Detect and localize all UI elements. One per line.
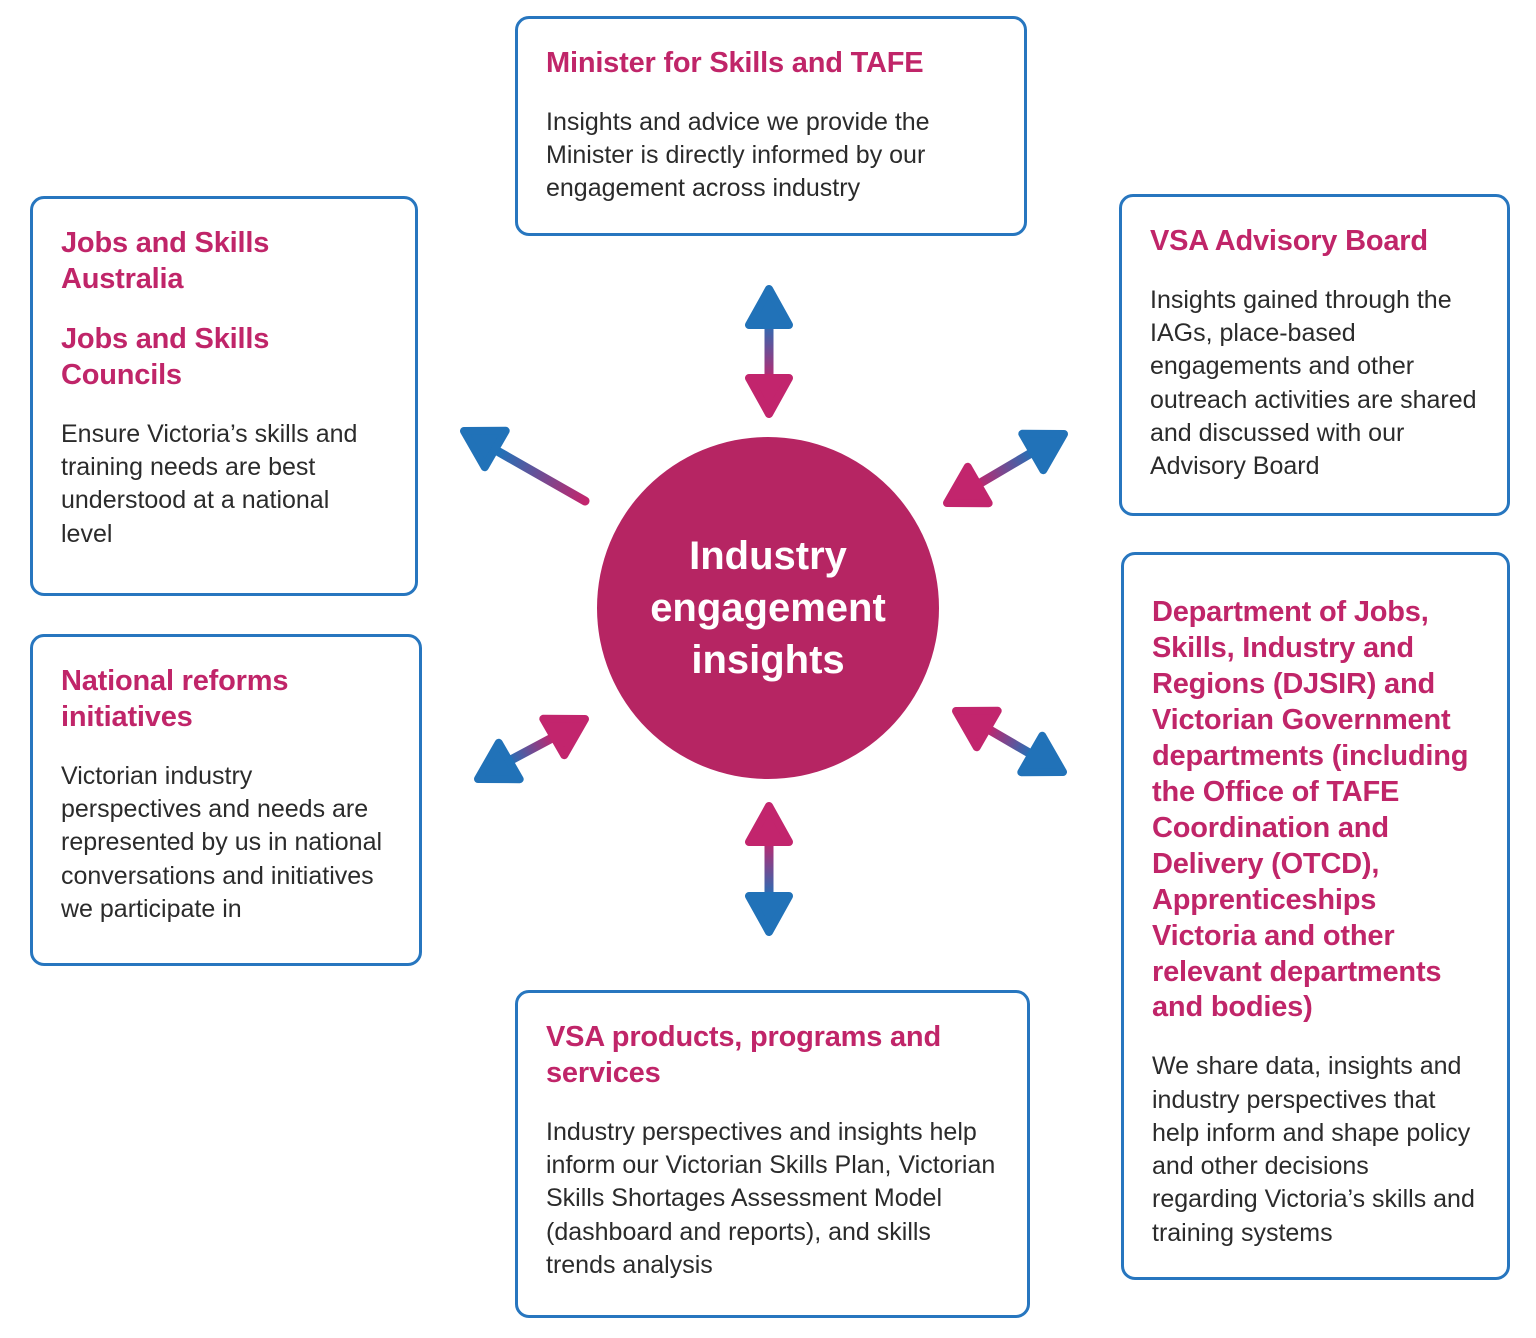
node-vsa-products: VSA products, programs and services Indu… [515, 990, 1030, 1318]
node-body: Insights and advice we provide the Minis… [546, 107, 930, 203]
center-circle-label: Industry engagement insights [650, 534, 886, 682]
node-heading: Jobs and Skills Australia [61, 227, 270, 295]
connector-arrow-top-left [460, 426, 590, 506]
node-heading: Jobs and Skills Councils [61, 322, 270, 391]
node-heading: Minister for Skills and TAFE [546, 47, 924, 79]
node-body: Insights gained through the IAGs, place-… [1150, 285, 1477, 481]
node-minister: Minister for Skills and TAFE Insights an… [515, 16, 1027, 236]
node-body: We share data, insights and industry per… [1152, 1052, 1475, 1247]
node-jobs-and-skills: Jobs and Skills Australia Jobs and Skill… [30, 196, 418, 596]
node-body: Ensure Victoria’s skills and training ne… [61, 419, 358, 548]
connector-arrow-top-right [943, 429, 1068, 508]
node-vsa-advisory-board: VSA Advisory Board Insights gained throu… [1119, 194, 1510, 516]
node-heading: National reforms initiatives [61, 665, 289, 733]
connector-arrow-bottom [745, 802, 793, 936]
node-heading: VSA products, programs and services [546, 1021, 941, 1089]
node-heading: VSA Advisory Board [1150, 225, 1428, 257]
node-heading: Department of Jobs, Skills, Industry and… [1152, 596, 1469, 1024]
connector-arrow-bottom-right [952, 706, 1067, 777]
node-djsir: Department of Jobs, Skills, Industry and… [1121, 552, 1510, 1280]
node-body: Victorian industry perspectives and need… [61, 761, 383, 923]
center-circle: Industry engagement insights [597, 437, 939, 779]
node-body: Industry perspectives and insights help … [546, 1117, 996, 1279]
connector-arrow-bottom-left [474, 714, 589, 784]
node-national-reforms: National reforms initiatives Victorian i… [30, 634, 422, 966]
connector-arrow-top [745, 285, 793, 418]
